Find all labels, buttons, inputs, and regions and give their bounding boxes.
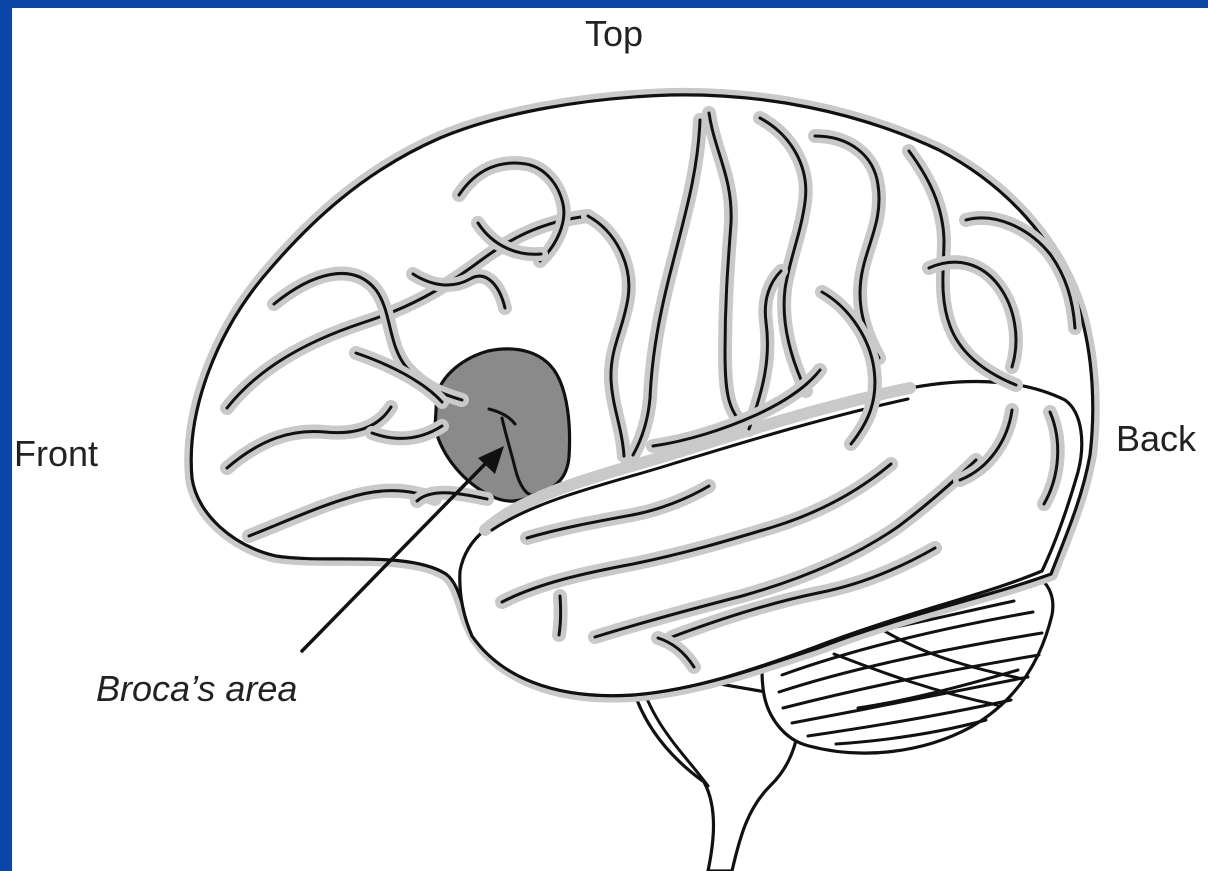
back-label: Back [1116,421,1196,457]
brocas-area-label: Broca’s area [96,671,297,707]
front-label: Front [14,436,98,472]
top-label: Top [585,16,643,52]
brain-diagram [12,8,1208,871]
diagram-canvas: Top Front Back Broca’s area [12,8,1208,871]
